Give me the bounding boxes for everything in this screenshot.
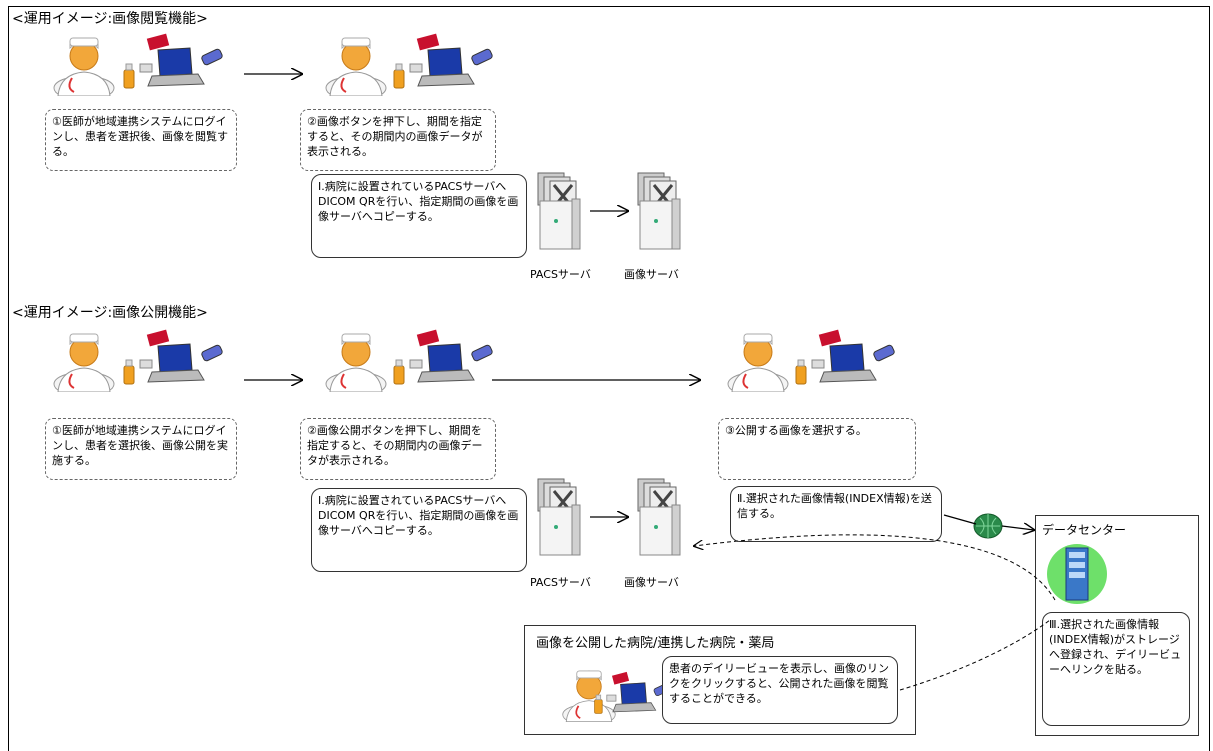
s2-step1: ①医師が地域連携システムにログインし、患者を選択後、画像公開を実施する。 [45, 418, 237, 480]
s2-step3: ③公開する画像を選択する。 [718, 418, 916, 480]
s2-step-ii: Ⅱ.選択された画像情報(INDEX情報)を送信する。 [730, 486, 942, 542]
datacenter-title: データセンター [1042, 523, 1127, 537]
pacs-server-icon [532, 170, 582, 252]
storage-server-icon [1047, 544, 1107, 604]
s2-image-server-label: 画像サーバ [624, 576, 679, 589]
section1-title: <運用イメージ:画像閲覧機能> [12, 11, 208, 27]
image-server-icon [632, 170, 682, 252]
s1-pacs-label: PACSサーバ [530, 268, 591, 281]
devices-icon [388, 326, 498, 386]
devices-icon [118, 326, 228, 386]
section2-title: <運用イメージ:画像公開機能> [12, 305, 208, 321]
doctor-icon [316, 26, 396, 96]
s1-step1: ①医師が地域連携システムにログインし、患者を選択後、画像を閲覧する。 [45, 109, 237, 171]
s1-image-server-label: 画像サーバ [624, 268, 679, 281]
image-server-icon [632, 476, 682, 558]
s1-step-i: Ⅰ.病院に設置されているPACSサーバへDICOM QRを行い、指定期間の画像を… [311, 174, 527, 258]
s1-step2: ②画像ボタンを押下し、期間を指定すると、その期間内の画像データが表示される。 [300, 109, 496, 171]
doctor-icon [718, 322, 798, 392]
network-globe-icon [973, 513, 1003, 539]
s2-pacs-label: PACSサーバ [530, 576, 591, 589]
s2-step-iii: Ⅲ.選択された画像情報(INDEX情報)がストレージへ登録され、デイリービューへ… [1042, 612, 1190, 726]
doctor-icon [316, 322, 396, 392]
s2-step-i: Ⅰ.病院に設置されているPACSサーバへDICOM QRを行い、指定期間の画像を… [311, 488, 527, 572]
doctor-icon [44, 322, 124, 392]
devices-icon [388, 30, 498, 90]
devices-icon [118, 30, 228, 90]
pacs-server-icon [532, 476, 582, 558]
diagram-frame [8, 6, 1210, 751]
devices-icon [790, 326, 900, 386]
s2-step2: ②画像公開ボタンを押下し、期間を指定すると、その期間内の画像データが表示される。 [300, 418, 496, 480]
hospital-title: 画像を公開した病院/連携した病院・薬局 [536, 636, 775, 651]
hospital-text: 患者のデイリービューを表示し、画像のリンクをクリックすると、公開された画像を閲覧… [662, 656, 898, 724]
doctor-icon [44, 26, 124, 96]
